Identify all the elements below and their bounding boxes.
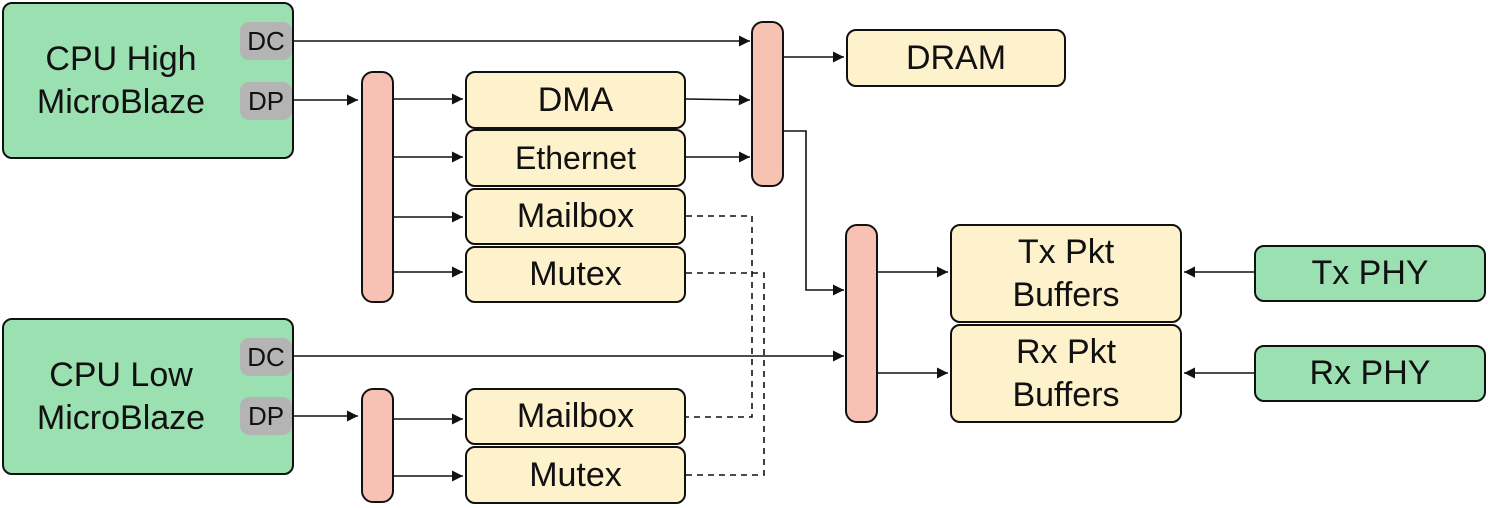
- cpu-high-dp-port: DP: [240, 82, 292, 120]
- tx-buffers-line2: Buffers: [1012, 275, 1120, 314]
- cpu-low-dc-port: DC: [240, 338, 292, 376]
- rx-packet-buffers: Rx Pkt Buffers: [950, 324, 1182, 423]
- mailbox-high-block: Mailbox: [465, 188, 686, 245]
- cpu-high-title: CPU High: [45, 40, 197, 78]
- arrow-dma-to-top-bus: [685, 94, 751, 106]
- low-peripheral-interconnect: [361, 388, 394, 503]
- cpu-high-microblaze: CPU High MicroBlaze: [2, 2, 294, 159]
- cpu-high-dc-port: DC: [240, 22, 292, 60]
- rx-buffers-line1: Rx Pkt: [1015, 333, 1117, 371]
- cpu-low-subtitle: MicroBlaze: [36, 398, 206, 437]
- ethernet-block: Ethernet: [465, 129, 686, 187]
- packet-buffer-interconnect: [845, 224, 878, 423]
- dashed-link-mutexes: [686, 272, 765, 476]
- dram-block: DRAM: [846, 29, 1066, 87]
- mailbox-low-block: Mailbox: [465, 388, 686, 445]
- mutex-low-block: Mutex: [465, 446, 686, 504]
- dma-block: DMA: [465, 71, 686, 129]
- memory-interconnect: [751, 21, 784, 187]
- tx-packet-buffers: Tx Pkt Buffers: [950, 224, 1182, 323]
- cpu-low-dp-port: DP: [240, 397, 292, 435]
- high-peripheral-interconnect: [361, 71, 394, 303]
- tx-buffers-line1: Tx Pkt: [1017, 233, 1115, 271]
- rx-phy-block: Rx PHY: [1254, 345, 1486, 402]
- dashed-link-mailboxes: [686, 215, 753, 418]
- cpu-high-subtitle: MicroBlaze: [36, 82, 206, 121]
- tx-phy-block: Tx PHY: [1254, 245, 1486, 302]
- arrow-top-bus-to-buffer-bus: [784, 130, 844, 296]
- mutex-high-block: Mutex: [465, 246, 686, 303]
- rx-buffers-line2: Buffers: [1012, 375, 1120, 414]
- cpu-low-title: CPU Low: [49, 356, 193, 394]
